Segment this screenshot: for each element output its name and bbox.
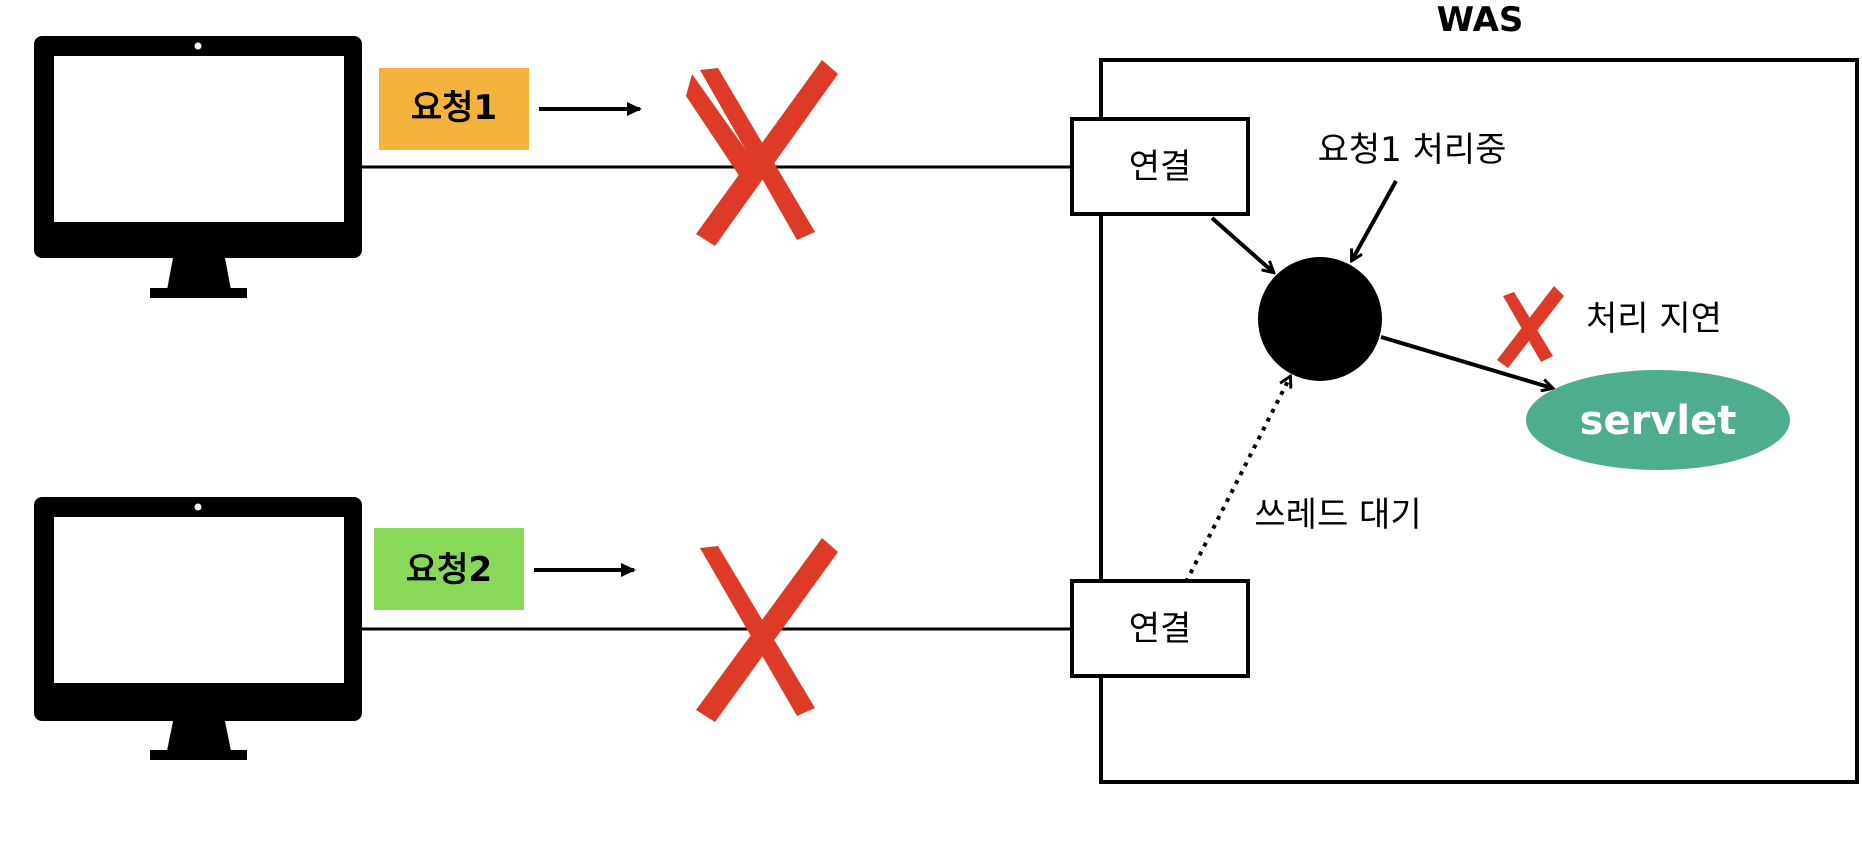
thread-to-servlet-arrow (1380, 335, 1552, 388)
connection-box-1-label: 연결 (1129, 147, 1192, 187)
connection-box-2-label: 연결 (1129, 609, 1192, 649)
thread-circle (1258, 257, 1382, 381)
client-2: 요청2 (34, 497, 1072, 760)
request-2-badge (374, 528, 524, 610)
connection-1-to-thread-arrow (1210, 216, 1273, 272)
request-2-label: 요청2 (406, 550, 492, 590)
servlet-ellipse (1526, 370, 1790, 470)
connection-box-1 (1070, 117, 1250, 216)
servlet-label: servlet (1580, 398, 1737, 444)
connection-box-2 (1070, 579, 1250, 678)
request-1-label: 요청1 (411, 88, 497, 128)
thread-waiting-arrow (1184, 377, 1290, 583)
cross-mark-icon (696, 538, 838, 722)
was-container: WAS 연결 연결 요청1 처리중 쓰레드 대기 처리 지연 servlet (1070, 0, 1859, 784)
cross-mark-icon (686, 60, 838, 246)
thread-waiting-note: 쓰레드 대기 (1254, 495, 1421, 535)
request-1-badge (379, 68, 529, 150)
monitor-icon (34, 36, 362, 298)
monitor-icon (34, 497, 362, 760)
processing-delay-note: 처리 지연 (1586, 299, 1722, 339)
was-title: WAS (1437, 0, 1524, 40)
cross-mark-icon (1497, 286, 1564, 368)
client-1: 요청1 (34, 36, 1072, 298)
thread-processing-note: 요청1 처리중 (1318, 130, 1507, 170)
processing-note-arrow (1352, 180, 1398, 260)
